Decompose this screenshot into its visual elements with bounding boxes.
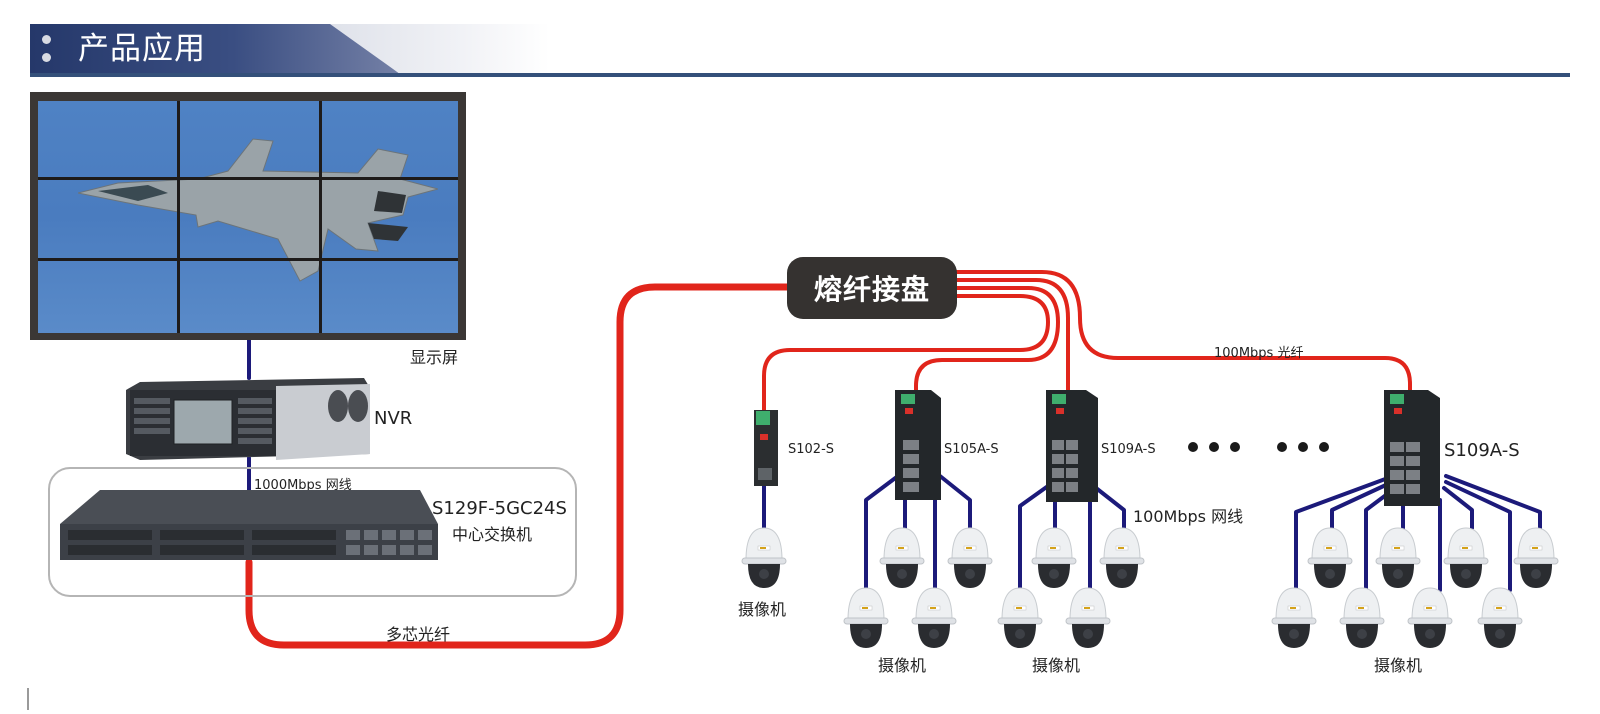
video-wall-display <box>30 92 466 340</box>
section-header: 产品应用 <box>30 24 1570 78</box>
dome-camera-icon <box>879 527 925 588</box>
camera-group-label-1: 摄像机 <box>738 600 787 619</box>
wire-eth-s109b-7 <box>1444 480 1512 592</box>
dome-camera-icon <box>1271 587 1317 648</box>
wire-eth-s109b-8 <box>1444 474 1542 530</box>
wire-eth-s105-1 <box>864 474 900 592</box>
edge-switch-model-s109a-1: S109A-S <box>1101 442 1156 457</box>
header-banner <box>30 24 400 74</box>
camera-group-label-3: 摄像机 <box>1032 656 1081 675</box>
link-label-1000mbps: 1000Mbps 网线 <box>254 478 352 493</box>
wire-eth-s109a-1 <box>1018 484 1050 592</box>
dome-camera-icon <box>1477 587 1523 648</box>
bezel-divider <box>38 177 458 180</box>
wire-eth-s109a-4 <box>1094 486 1126 530</box>
edge-switch-s109a-2 <box>1384 390 1440 506</box>
core-switch-model: S129F-5GC24S <box>432 498 567 519</box>
wire-eth-s109b-1 <box>1294 476 1390 592</box>
dome-camera-icon <box>1031 527 1077 588</box>
section-title: 产品应用 <box>78 31 206 67</box>
link-label-100mbps-fiber: 100Mbps 光纤 <box>1214 346 1304 361</box>
core-switch-device <box>60 490 438 560</box>
page-corner-mark <box>27 688 29 710</box>
dome-camera-icon <box>843 587 889 648</box>
core-switch-label: 中心交换机 <box>452 525 533 544</box>
edge-switch-model-s102: S102-S <box>788 442 835 457</box>
link-label-100mbps-ethernet: 100Mbps 网线 <box>1133 507 1244 526</box>
wire-eth-s105-4 <box>938 474 972 530</box>
fighter-jet-image <box>78 138 438 282</box>
dome-camera-icon <box>1407 587 1453 648</box>
dome-camera-icon <box>741 527 787 588</box>
edge-switch-s102 <box>754 410 778 486</box>
wire-multicore-fiber <box>245 283 794 649</box>
dome-camera-icon <box>1443 527 1489 588</box>
wire-fiber-s109a <box>953 278 1070 394</box>
core-switch-group <box>48 467 577 597</box>
dome-camera-icon <box>997 587 1043 648</box>
dome-camera-icon <box>1307 527 1353 588</box>
bezel-divider <box>177 101 180 333</box>
wire-eth-s109b-3 <box>1364 490 1392 592</box>
ellipsis-more-switches <box>1188 437 1340 456</box>
wire-fiber-s102 <box>762 294 1050 414</box>
edge-switch-model-s109a-2: S109A-S <box>1444 440 1520 461</box>
bezel-divider <box>319 101 322 333</box>
edge-switch-model-s105a: S105A-S <box>944 442 999 457</box>
wire-fiber-s105 <box>914 286 1060 394</box>
camera-group-label-2: 摄像机 <box>878 656 927 675</box>
dome-camera-icon <box>1375 527 1421 588</box>
link-label-multicore-fiber: 多芯光纤 <box>386 625 451 644</box>
dome-camera-icon <box>1099 527 1145 588</box>
nvr-label: NVR <box>374 408 413 429</box>
dome-camera-icon <box>1513 527 1559 588</box>
wire-eth-s109b-6 <box>1442 486 1474 530</box>
bezel-divider <box>38 258 458 261</box>
wire-fiber-s109b <box>953 270 1412 394</box>
dome-camera-icon <box>1065 587 1111 648</box>
display-screen <box>38 101 458 333</box>
fiber-splice-box: 熔纤接盘 <box>787 257 957 319</box>
header-divider <box>30 73 1570 77</box>
wire-eth-s109b-2 <box>1330 482 1390 530</box>
camera-group-label-4: 摄像机 <box>1374 656 1423 675</box>
dome-camera-icon <box>911 587 957 648</box>
dome-camera-icon <box>947 527 993 588</box>
nvr-device <box>126 378 370 460</box>
display-label: 显示屏 <box>410 348 459 367</box>
edge-switch-s109a-1 <box>1046 390 1098 502</box>
dome-camera-icon <box>1339 587 1385 648</box>
edge-switch-s105a <box>895 390 941 500</box>
header-bullet-icon <box>42 35 52 65</box>
